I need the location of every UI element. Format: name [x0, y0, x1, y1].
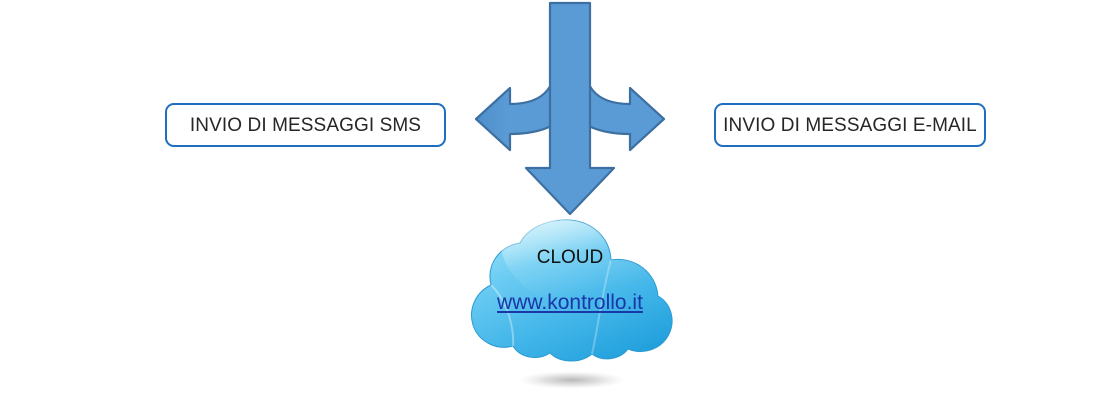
cloud-bump-line-right: [591, 259, 612, 355]
cloud-icon: [471, 219, 673, 389]
email-label-text: INVIO DI MESSAGGI E-MAIL: [723, 114, 977, 136]
email-label-box[interactable]: INVIO DI MESSAGGI E-MAIL: [714, 103, 986, 147]
cloud-shadow: [518, 371, 626, 389]
sms-label-text: INVIO DI MESSAGGI SMS: [189, 114, 422, 136]
cloud-website-link[interactable]: www.kontrollo.it: [497, 291, 643, 314]
cloud-gloss: [501, 220, 658, 299]
cloud-bump-line-left: [490, 284, 515, 347]
cloud-node[interactable]: CLOUD www.kontrollo.it: [458, 208, 682, 396]
sms-label-box[interactable]: INVIO DI MESSAGGI SMS: [165, 103, 446, 147]
arrow-shaft-down: [524, 1, 616, 216]
split-arrow-icon: [474, 1, 666, 216]
cloud-title-text: CLOUD: [536, 247, 604, 268]
